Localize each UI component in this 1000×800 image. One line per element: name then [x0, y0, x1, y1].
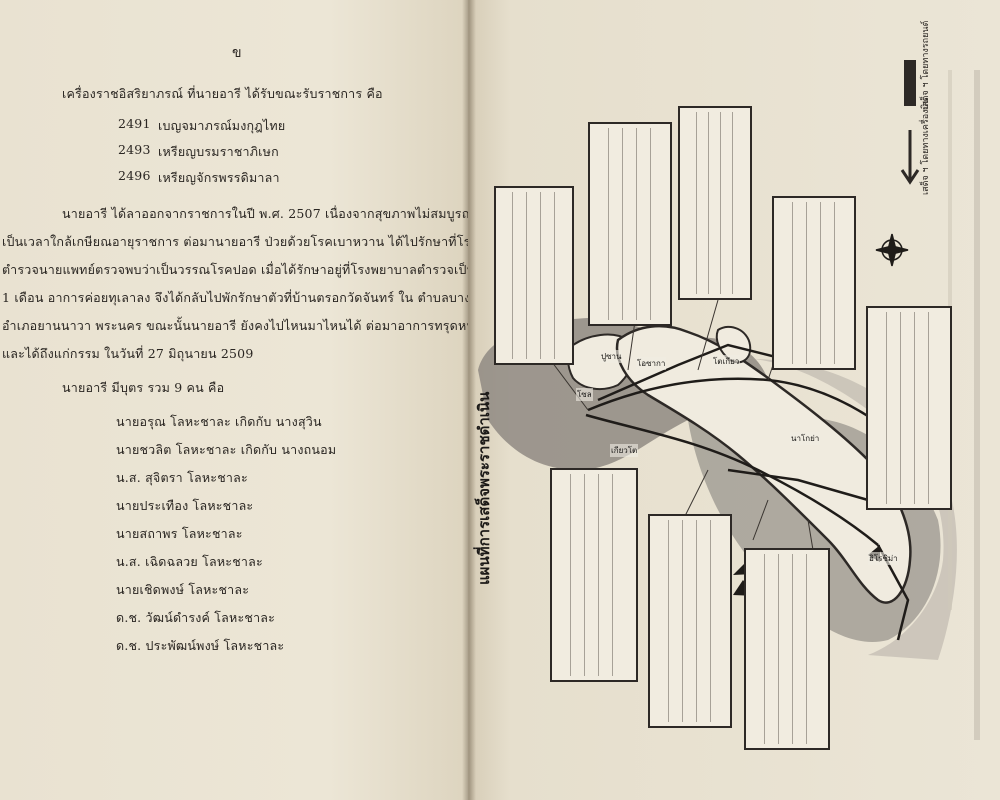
place-label: โตเกียว — [712, 355, 741, 368]
itinerary-box — [866, 306, 952, 510]
decoration-name: เหรียญบรมราชาภิเษก — [158, 144, 279, 159]
place-label: โอซากา — [636, 357, 667, 370]
left-page: ข เครื่องราชอิสริยาภรณ์ ที่นายอารี ได้รั… — [0, 0, 551, 800]
itinerary-box — [648, 514, 732, 728]
place-label: นาโกย่า — [790, 432, 821, 445]
legend-plane-label: เสด็จ ฯ โดยทางเครื่องบิน — [921, 97, 931, 195]
legend-car-icon — [904, 60, 916, 106]
map-routes — [585, 343, 910, 641]
itinerary-box — [744, 548, 830, 750]
place-label: ปูซาน — [600, 350, 623, 363]
bio-line: 1 เดือน อาการค่อยทุเลาลง จึงได้กลับไปพัก… — [2, 290, 520, 305]
map-land-island — [715, 325, 752, 364]
decoration-year: 2496 — [118, 168, 151, 183]
place-label: เกียวโต — [610, 444, 639, 457]
child-entry: นายประเทือง โลหะชาละ — [116, 498, 254, 513]
itinerary-box — [588, 122, 672, 326]
child-entry: นายสถาพร โลหะชาละ — [116, 526, 243, 541]
child-entry: นายเชิดพงษ์ โลหะชาละ — [116, 582, 250, 597]
child-entry: นายอรุณ โลหะชาละ เกิดกับ นางสุวิน — [116, 414, 322, 429]
child-entry: นายชวลิต โลหะชาละ เกิดกับ นางถนอม — [116, 442, 337, 457]
caption-strip — [974, 70, 980, 740]
child-entry: ด.ช. วัฒน์ดำรงค์ โลหะชาละ — [116, 610, 276, 625]
bio-line: เป็นเวลาใกล้เกษียณอายุราชการ ต่อมานายอาร… — [2, 234, 501, 249]
decoration-year: 2491 — [118, 116, 151, 131]
place-label: โซล — [576, 388, 593, 401]
itinerary-box — [550, 468, 638, 682]
decoration-year: 2493 — [118, 142, 151, 157]
child-entry: น.ส. สุจิตรา โลหะชาละ — [116, 470, 248, 485]
book-gutter — [462, 0, 476, 800]
bio-line: ตำรวจนายแพทย์ตรวจพบว่าเป็นวรรณโรคปอด เมื… — [2, 262, 552, 277]
bio-line: อำเภอยานนาวา พระนคร ขณะนั้นนายอารี ยังคง… — [2, 318, 483, 333]
place-label: ฮิโรชิม่า — [868, 552, 899, 565]
bio-line: นายอารี ได้ลาออกจากราชการในปี พ.ศ. 2507 … — [62, 206, 474, 221]
decorations-heading: เครื่องราชอิสริยาภรณ์ ที่นายอารี ได้รับข… — [62, 86, 383, 101]
page-letter: ข — [232, 45, 242, 61]
compass-icon — [875, 233, 909, 267]
decoration-name: เหรียญจักรพรรดิมาลา — [158, 170, 280, 185]
map-title: แผนที่การเสด็จพระราชดำเนิน — [475, 391, 493, 585]
map-shade-light — [718, 358, 957, 660]
itinerary-box — [678, 106, 752, 300]
bio-line: และได้ถึงแก่กรรม ในวันที่ 27 มิถุนายน 25… — [2, 346, 254, 361]
legend-car-label: เสด็จ ฯ โดยทางรถยนต์ — [921, 20, 931, 110]
itinerary-box — [494, 186, 574, 365]
child-entry: ด.ช. ประพัฒน์พงษ์ โลหะชาละ — [116, 638, 285, 653]
child-entry: น.ส. เฉิดฉลวย โลหะชาละ — [116, 554, 263, 569]
decoration-name: เบญจมาภรณ์มงกุฎไทย — [158, 118, 286, 133]
itinerary-box — [772, 196, 856, 370]
legend-plane-icon — [900, 130, 920, 185]
children-intro: นายอารี มีบุตร รวม 9 คน คือ — [62, 380, 225, 395]
